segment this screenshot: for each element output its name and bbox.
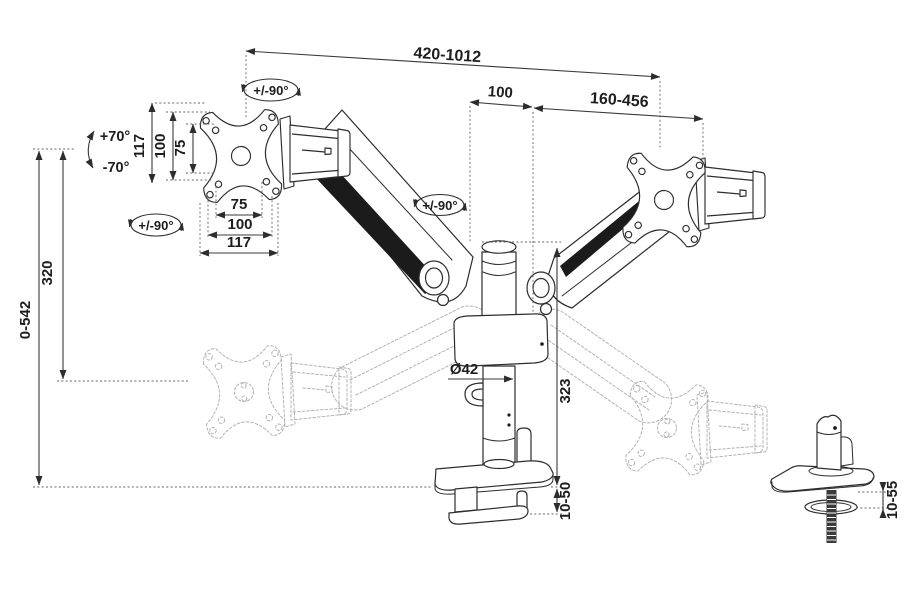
dim-vesa-v-inner-label: 75 (172, 140, 189, 157)
pole-lower (464, 365, 516, 468)
angle-annotations: +70° -70° +/-90° +/-90° +/-90° (85, 78, 467, 237)
grommet-bolt (826, 490, 837, 543)
tilt-down-label: -70° (103, 160, 130, 176)
right-elbow-joint (526, 271, 556, 316)
ghost-left-vesa-plate (202, 344, 286, 440)
grommet-mount (770, 414, 875, 543)
ghost-left-vesa-bracket (280, 353, 352, 428)
cable-clip (464, 382, 484, 407)
ghost-right-vesa-bracket (696, 391, 768, 466)
dim-span-center-label: 100 (487, 83, 513, 102)
rotate-side-label: +/-90° (138, 218, 173, 233)
desk-clamp (434, 427, 554, 525)
dim-height-lift-label: 320 (39, 260, 56, 285)
dim-grommet-range-label: 10-55 (884, 481, 901, 519)
dim-pole-diameter-label: Ø42 (450, 361, 478, 378)
tilt-up-label: +70° (100, 129, 131, 145)
right-arm-spring-slot (560, 192, 656, 277)
extension-lines (33, 55, 890, 515)
dim-span-arm-label: 160-456 (589, 90, 649, 111)
left-vesa-plate (199, 108, 283, 204)
dim-vesa-v-mid-label: 100 (152, 133, 169, 158)
dim-span-total (245, 48, 661, 80)
dim-clamp-range-label: 10-50 (557, 482, 574, 520)
dim-span-arm (533, 105, 704, 122)
ghost-right-arm (527, 308, 673, 424)
dim-vesa-h-inner-label: 75 (231, 196, 248, 213)
dim-column-height-label: 323 (557, 378, 574, 403)
dim-height-range-label: 0-542 (17, 301, 34, 339)
dim-vesa-h-outer-label: 117 (227, 234, 251, 251)
dim-span-center (469, 99, 533, 110)
rotate-top-label: +/-90° (253, 83, 288, 98)
dimensions: 420-1012 100 160-456 117 100 75 75 100 1… (17, 45, 901, 520)
ghost-right-vesa-plate (624, 379, 710, 477)
dim-span-total-label: 420-1012 (413, 45, 482, 66)
hub-collar (453, 313, 549, 367)
dim-vesa-h-mid-label: 100 (227, 216, 252, 233)
dim-vesa-v-outer-label: 117 (131, 134, 148, 158)
rotate-mid-label: +/-90° (422, 198, 457, 213)
left-elbow-joint (418, 260, 450, 307)
tilt-arc (85, 130, 95, 169)
left-arm-spring-slot (314, 161, 441, 294)
pole-top (481, 240, 517, 321)
